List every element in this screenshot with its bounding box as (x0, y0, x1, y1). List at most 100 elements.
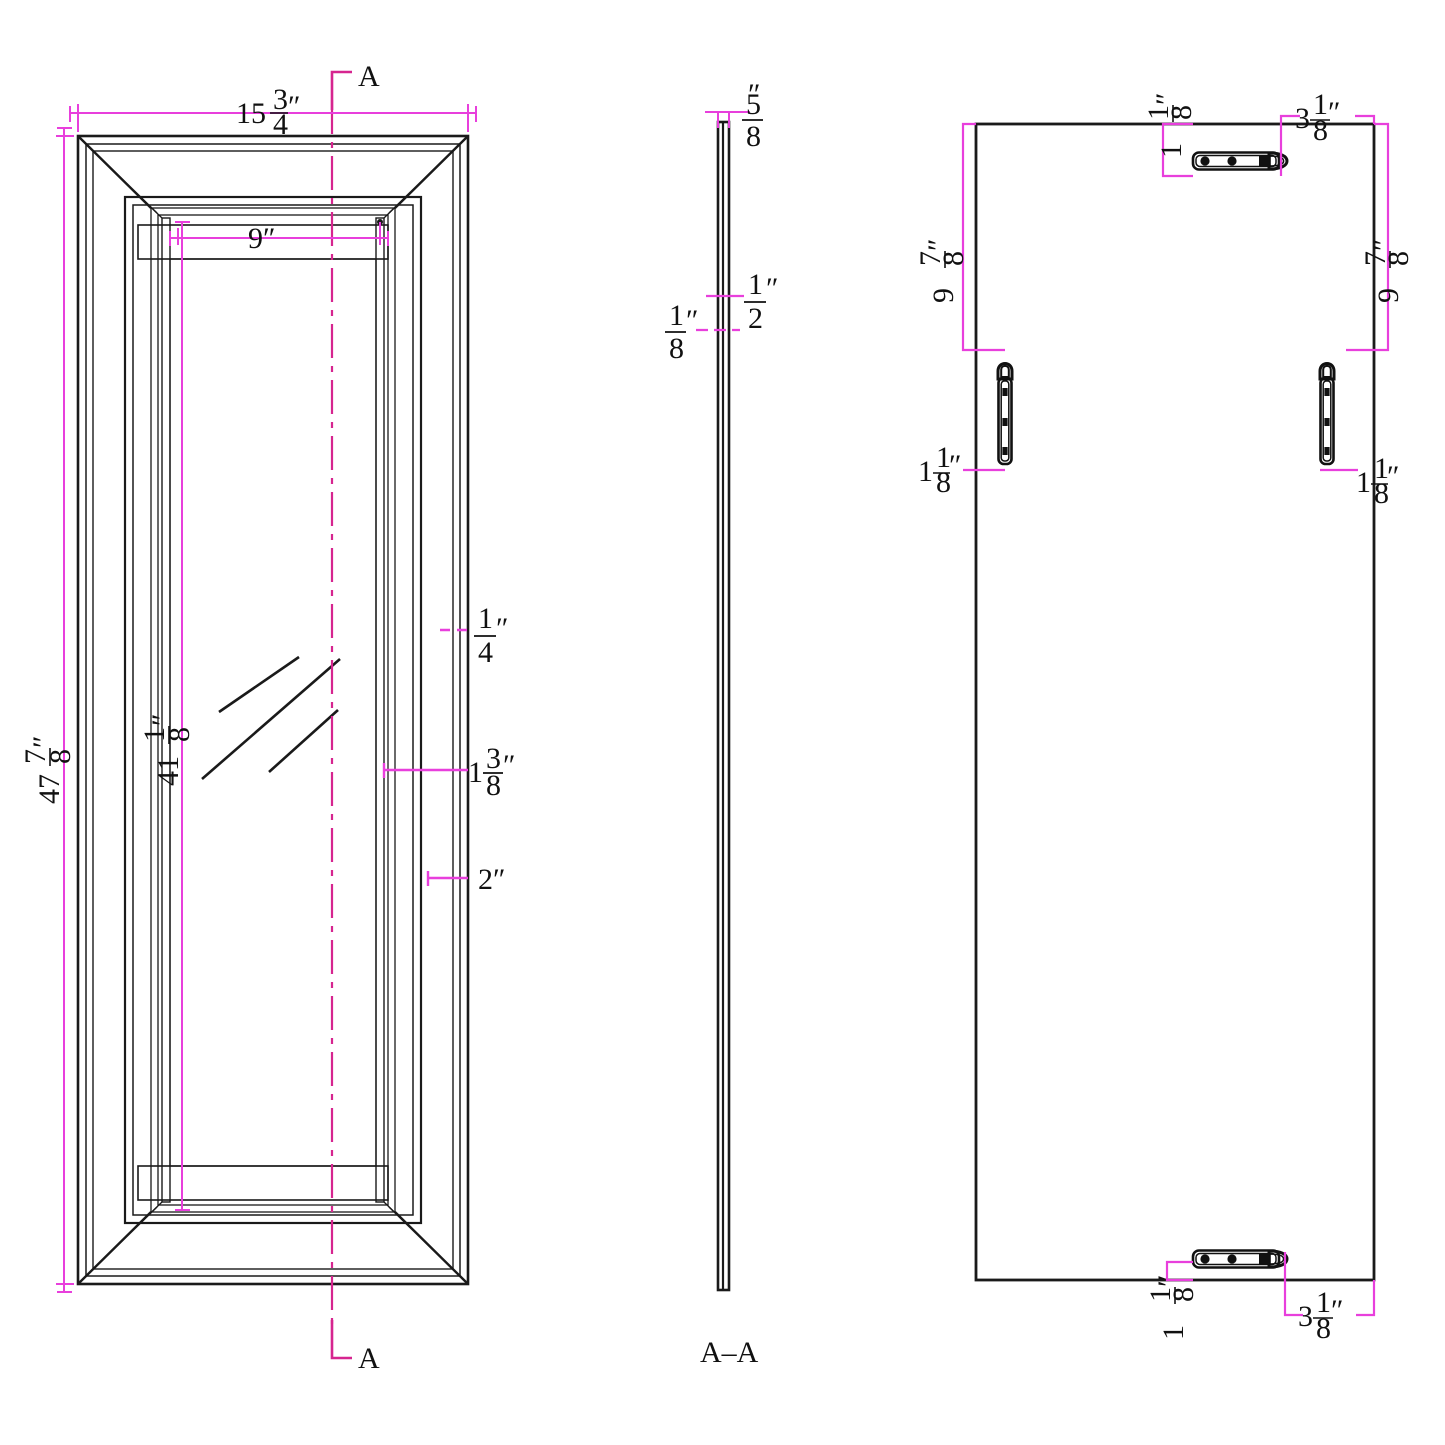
section-view-aa: 5 8 ″ 1 2 ″ 1 8 ″ A–A (665, 78, 779, 1369)
dim-text-tl-whole: 1 (1155, 143, 1188, 158)
dim-text-rho-den: 8 (1374, 477, 1389, 510)
glass-reflection-icon (201, 655, 341, 780)
dim-label-bevel-edge: 1 4 ″ (474, 602, 509, 669)
section-marker-top: A (330, 60, 380, 110)
dim-text-rhd-den: 8 (1382, 251, 1415, 266)
dim-unit-lho: ″ (949, 449, 962, 482)
dim-text-inner-face-whole: 1 (468, 756, 483, 789)
dim-text-overall-width-den: 4 (273, 108, 288, 141)
dim-text-section-lip-den: 8 (669, 332, 684, 365)
dim-label-bottom-left-inset: 1 1 8 ″ (1144, 1275, 1200, 1341)
dim-text-tl-num: 1 (1142, 105, 1175, 120)
dim-text-tr-num: 1 (1313, 88, 1328, 121)
dim-glass-height (175, 221, 190, 1211)
dim-text-outer-face: 2″ (478, 863, 506, 896)
dim-text-glass-height-whole: 41 (152, 756, 185, 786)
dim-glass-width (169, 222, 389, 246)
dim-text-lhd-whole: 9 (927, 288, 960, 303)
dim-text-section-thickness-den: 8 (746, 120, 761, 153)
dim-unit-overall-height: ″ (27, 736, 60, 749)
dim-text-tr-den: 8 (1313, 114, 1328, 147)
dim-text-inner-face-den: 8 (486, 769, 501, 802)
dim-text-lho-den: 8 (936, 466, 951, 499)
dim-unit-tr: ″ (1328, 96, 1341, 129)
dim-unit-glass-height: ″ (146, 714, 179, 727)
dim-label-section-thickness: 5 8 ″ (742, 78, 763, 153)
section-view-label: A–A (700, 1336, 759, 1369)
dim-left-hanger-drop (961, 122, 1005, 352)
dim-unit-br: ″ (1331, 1294, 1344, 1327)
dim-text-section-thickness-num: 5 (746, 88, 761, 121)
dim-text-rho-num: 1 (1374, 452, 1389, 485)
dim-text-tr-whole: 3 (1295, 102, 1310, 135)
dim-text-br-whole: 3 (1298, 1300, 1313, 1333)
frame-outline (76, 134, 470, 1286)
dim-text-rhd-num: 7 (1359, 251, 1392, 266)
dim-label-right-hanger-drop: 9 7 8 ″ (1359, 239, 1415, 304)
dim-unit-tl: ″ (1150, 93, 1183, 106)
dim-label-bottom-right-inset: 3 1 8 ″ (1298, 1286, 1344, 1345)
dim-unit-lhd: ″ (922, 239, 955, 252)
dim-label-overall-width: 15 3 4 ″ (236, 83, 301, 141)
hanger-left (996, 362, 1014, 466)
dim-text-tl-den: 8 (1165, 105, 1198, 120)
dim-label-left-hanger-drop: 9 7 8 ″ (914, 239, 970, 304)
dim-text-br-den: 8 (1316, 1312, 1331, 1345)
back-view: 1 1 8 ″ 3 1 8 ″ 9 7 8 ″ (914, 88, 1415, 1345)
dim-text-inner-face-num: 3 (486, 742, 501, 775)
back-panel-outline (974, 122, 1376, 1282)
dim-label-overall-height: 47 7 8 ″ (19, 736, 77, 805)
dim-label-section-lip: 1 8 ″ (665, 299, 699, 365)
section-label-top: A (358, 60, 380, 93)
dim-text-section-mid-den: 2 (748, 302, 763, 335)
dim-bottom-left-inset (1165, 1260, 1193, 1282)
hanger-right (1318, 362, 1336, 466)
dim-label-top-left-inset: 1 1 8 ″ (1142, 93, 1198, 159)
dim-text-bevel-num: 1 (478, 602, 493, 635)
section-label-bottom: A (358, 1342, 380, 1375)
hanger-top (1191, 151, 1289, 171)
dim-text-glass-height-den: 8 (163, 727, 196, 742)
dim-text-overall-width-whole: 15 (236, 97, 266, 130)
section-marker-bottom: A (330, 1320, 380, 1375)
dim-overall-height (56, 127, 74, 1293)
dim-text-lho-num: 1 (936, 441, 951, 474)
dim-top-right-inset (1279, 114, 1376, 176)
dim-text-lhd-den: 8 (937, 251, 970, 266)
dim-label-top-right-inset: 3 1 8 ″ (1295, 88, 1341, 147)
dim-text-rhd-whole: 9 (1372, 288, 1405, 303)
dim-label-left-hanger-offset: 1 1 8 ″ (918, 441, 962, 499)
dim-unit-section-lip: ″ (686, 304, 699, 337)
dim-unit-bevel: ″ (496, 612, 509, 645)
dim-text-bl-den: 8 (1167, 1287, 1200, 1302)
dim-text-lhd-num: 7 (914, 251, 947, 266)
dim-text-br-num: 1 (1316, 1286, 1331, 1319)
dim-right-hanger-drop (1346, 122, 1390, 352)
dim-top-left-inset (1161, 122, 1193, 178)
dim-unit-overall-width: ″ (288, 90, 301, 123)
dim-unit-section-thickness: ″ (748, 78, 761, 111)
dim-text-glass-width: 9″ (248, 222, 276, 255)
dim-frame-outer-face (426, 871, 468, 886)
dim-text-lho-whole: 1 (918, 455, 933, 488)
dim-frame-inner-face (382, 763, 468, 778)
dim-unit-rhd: ″ (1367, 239, 1400, 252)
section-profile (716, 120, 731, 1292)
dim-text-section-mid-num: 1 (748, 268, 763, 301)
dim-unit-inner-face: ″ (503, 749, 516, 782)
dim-text-overall-width-num: 3 (273, 83, 288, 116)
dim-text-bevel-den: 4 (478, 636, 493, 669)
dim-text-rho-whole: 1 (1356, 466, 1371, 499)
dim-text-overall-height-num: 7 (19, 749, 52, 764)
hanger-bottom (1191, 1249, 1289, 1269)
dim-text-section-lip-num: 1 (669, 299, 684, 332)
front-elevation-view: A A 15 3 4 ″ 9″ (19, 60, 516, 1375)
dim-unit-rho: ″ (1387, 460, 1400, 493)
dim-unit-bl: ″ (1152, 1275, 1185, 1288)
dim-label-section-mid: 1 2 ″ (744, 268, 779, 335)
dim-label-right-hanger-offset: 1 1 8 ″ (1356, 452, 1400, 510)
dim-label-glass-height: 41 1 8 ″ (138, 714, 196, 787)
dim-label-frame-inner-face: 1 3 8 ″ (468, 742, 516, 802)
